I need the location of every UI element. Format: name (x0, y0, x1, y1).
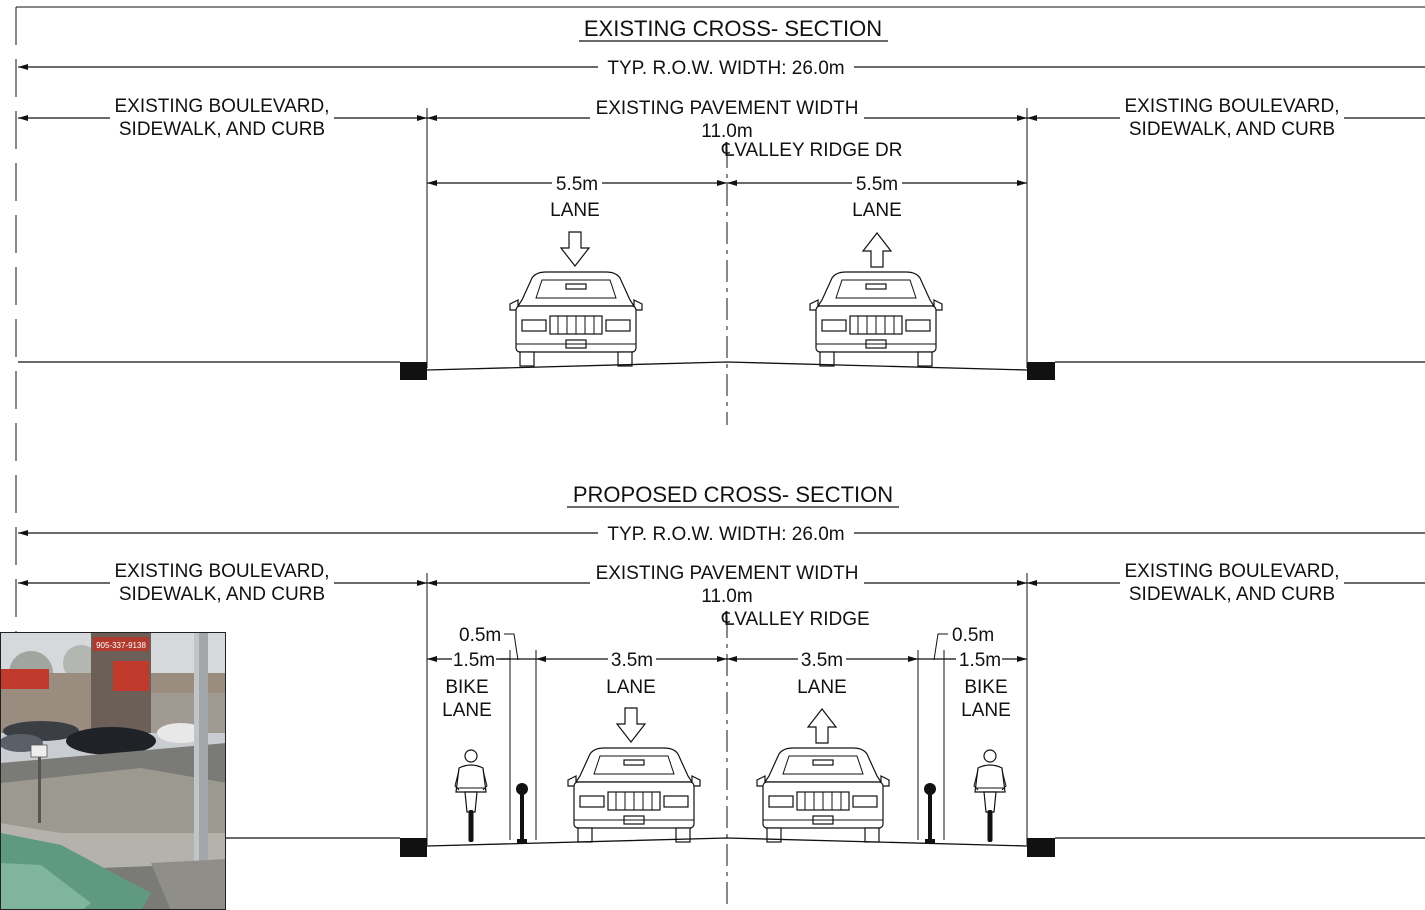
proposed-section: PROPOSED CROSS- SECTION TYP. R.O.W. WIDT… (18, 482, 1425, 910)
proposed-bike-left-label-1: BIKE (445, 677, 488, 698)
existing-right-blvd-1: EXISTING BOULEVARD, (1124, 96, 1339, 117)
car-icon (756, 747, 890, 843)
existing-title: EXISTING CROSS- SECTION (584, 16, 882, 41)
existing-pavement-width: 11.0m (701, 121, 752, 142)
proposed-lane-left-label: LANE (606, 677, 656, 698)
proposed-centerline-label: ℄VALLEY RIDGE (721, 609, 870, 630)
existing-row-width: TYP. R.O.W. WIDTH: 26.0m (607, 58, 844, 79)
bollard-icon (922, 781, 938, 845)
proposed-bike-right-width: 1.5m (959, 650, 1001, 671)
existing-lane-left-width: 5.5m (556, 174, 598, 195)
car-icon (509, 271, 643, 367)
proposed-bike-left-width: 1.5m (453, 650, 495, 671)
proposed-buffer-right: 0.5m (952, 625, 994, 646)
proposed-left-blvd-2: SIDEWALK, AND CURB (119, 584, 325, 605)
existing-left-blvd-1: EXISTING BOULEVARD, (114, 96, 329, 117)
curb-left (400, 362, 427, 380)
existing-right-blvd-2: SIDEWALK, AND CURB (1129, 119, 1335, 140)
car-icon (809, 271, 943, 367)
proposed-right-blvd-2: SIDEWALK, AND CURB (1129, 584, 1335, 605)
existing-pavement-label: EXISTING PAVEMENT WIDTH (596, 98, 859, 119)
existing-lane-right-width: 5.5m (856, 174, 898, 195)
curb-left (400, 838, 427, 857)
car-icon (567, 747, 701, 843)
arrow-up-icon (862, 232, 892, 268)
proposed-pavement-label: EXISTING PAVEMENT WIDTH (596, 563, 859, 584)
proposed-bike-left-label-2: LANE (442, 700, 492, 721)
photo-sign-text: 905-337-9138 (96, 641, 146, 650)
curb-right (1027, 838, 1055, 857)
cyclist-icon (454, 749, 488, 843)
existing-lane-right-label: LANE (852, 200, 902, 221)
existing-lane-left-label: LANE (550, 200, 600, 221)
curb-right (1027, 362, 1055, 380)
existing-centerline-label: ℄VALLEY RIDGE DR (721, 140, 902, 161)
proposed-bike-right-label-2: LANE (961, 700, 1011, 721)
arrow-down-icon (560, 231, 590, 267)
proposed-title: PROPOSED CROSS- SECTION (573, 482, 893, 507)
arrow-up-icon (807, 708, 837, 744)
inset-photo: 905-337-9138 (0, 632, 226, 910)
arrow-down-icon (616, 707, 646, 743)
proposed-pavement-width: 11.0m (701, 586, 752, 607)
proposed-left-blvd-1: EXISTING BOULEVARD, (114, 561, 329, 582)
proposed-lane-right-width: 3.5m (801, 650, 843, 671)
existing-section: EXISTING CROSS- SECTION TYP. R.O.W. WIDT… (18, 16, 1425, 425)
cyclist-icon (973, 749, 1007, 843)
existing-left-blvd-2: SIDEWALK, AND CURB (119, 119, 325, 140)
proposed-bike-right-label-1: BIKE (964, 677, 1007, 698)
proposed-right-blvd-1: EXISTING BOULEVARD, (1124, 561, 1339, 582)
bollard-icon (514, 781, 530, 845)
proposed-lane-left-width: 3.5m (611, 650, 653, 671)
proposed-buffer-left: 0.5m (459, 625, 501, 646)
proposed-row-width: TYP. R.O.W. WIDTH: 26.0m (607, 524, 844, 545)
proposed-lane-right-label: LANE (797, 677, 847, 698)
